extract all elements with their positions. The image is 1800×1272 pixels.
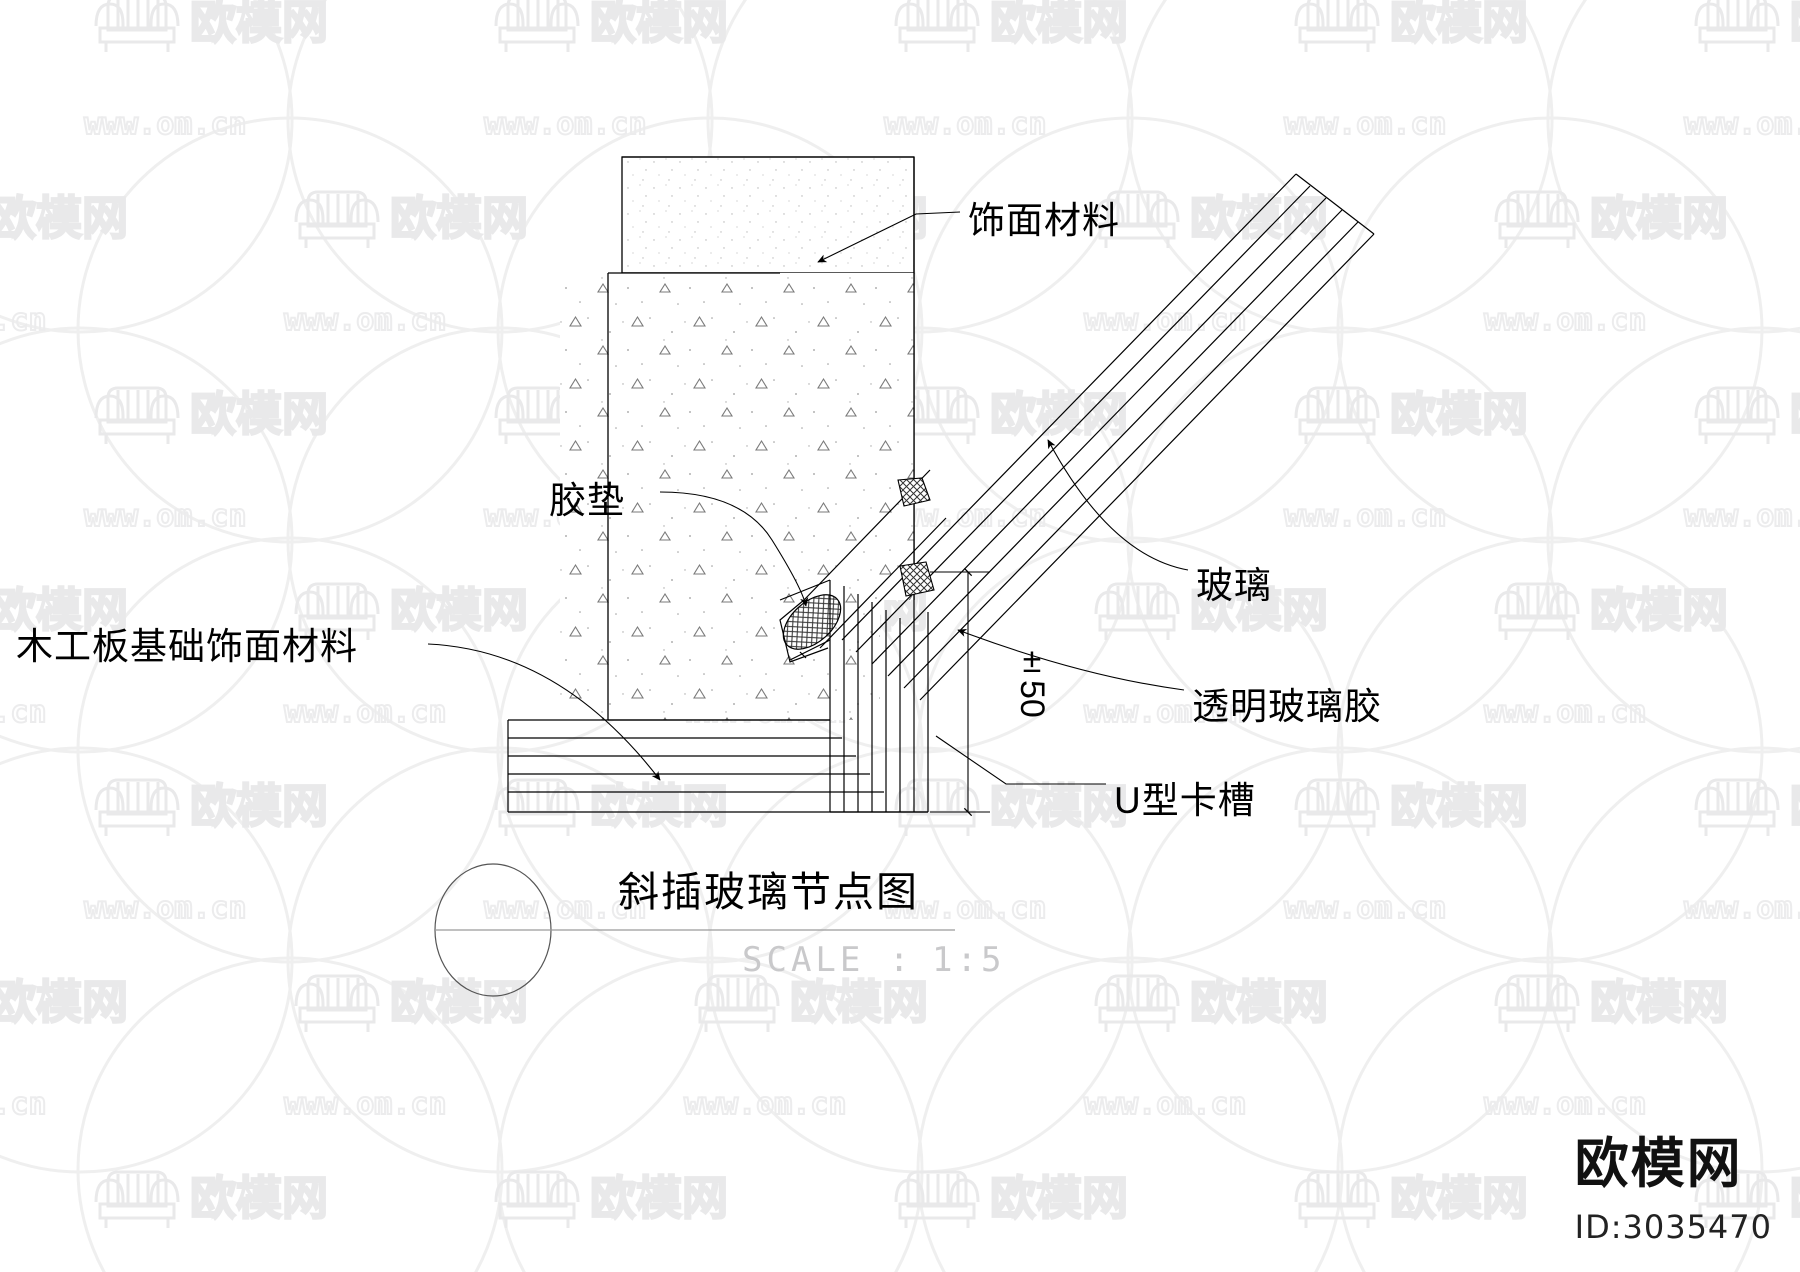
- rubber-gasket-detail: [782, 594, 842, 650]
- site-logo-block: 欧模网 ID:3035470: [1575, 1119, 1772, 1246]
- scale-value: 1:5: [932, 940, 1006, 980]
- label-glass: 玻璃: [1196, 565, 1272, 606]
- label-rubber-gasket: 胶垫: [549, 480, 625, 521]
- leader-lines: [427, 211, 1189, 785]
- sealant-hatch: [897, 477, 935, 597]
- dimension-label-50: ±50: [1013, 642, 1051, 718]
- detail-circle-marker: [434, 863, 955, 997]
- scale-label: SCALE :: [742, 940, 914, 980]
- resource-id-label: ID:3035470: [1574, 1208, 1772, 1246]
- plywood-board-layers: [507, 719, 928, 813]
- label-u-channel: U型卡槽: [1114, 780, 1256, 821]
- label-clear-glass-glue: 透明玻璃胶: [1192, 686, 1382, 727]
- site-logo-name: 欧模网: [1574, 1132, 1743, 1195]
- label-carpentry-board: 木工板基础饰面材料: [16, 626, 358, 667]
- junction-edges: [779, 579, 831, 663]
- drawing-title: 斜插玻璃节点图: [618, 869, 919, 915]
- label-finish-material: 饰面材料: [968, 200, 1120, 241]
- glass-panel: [841, 173, 1375, 701]
- dimension-50: [930, 567, 990, 817]
